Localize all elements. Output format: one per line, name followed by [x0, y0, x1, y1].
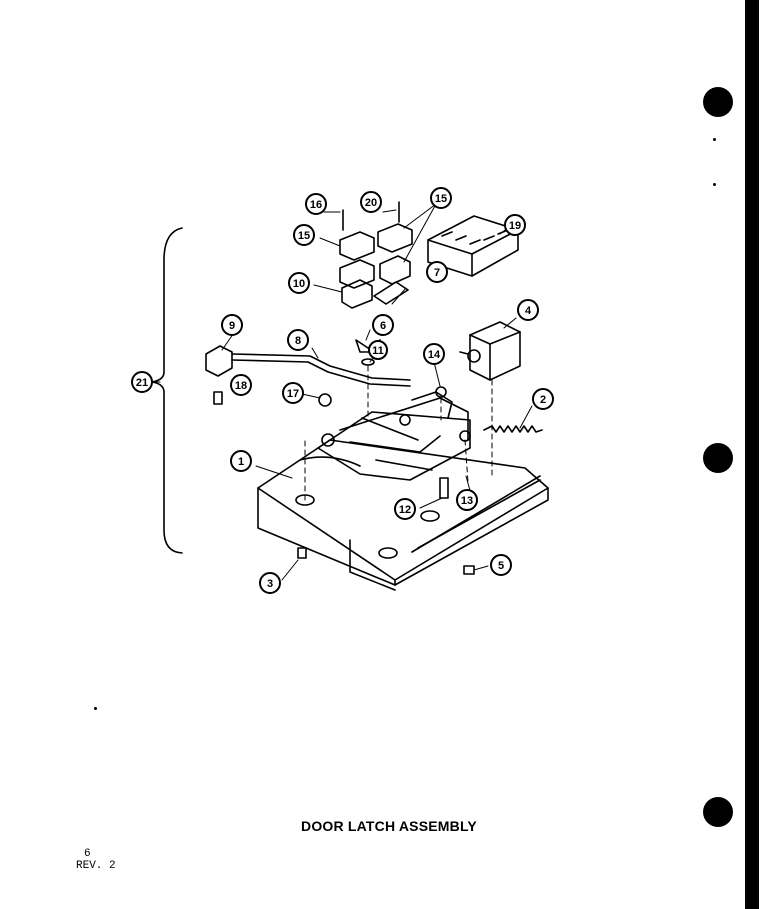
- spring: [483, 425, 543, 433]
- callout-3: 3: [259, 572, 281, 594]
- diagram-title: DOOR LATCH ASSEMBLY: [301, 818, 477, 834]
- svg-text:9: 9: [229, 320, 235, 332]
- svg-text:13: 13: [461, 495, 473, 507]
- svg-text:16: 16: [310, 199, 322, 211]
- page-number: 6: [84, 848, 91, 860]
- speck: [94, 707, 97, 710]
- speck: [713, 183, 716, 186]
- svg-text:15: 15: [435, 193, 447, 205]
- rod: [231, 353, 411, 387]
- svg-text:10: 10: [293, 278, 305, 290]
- washer-17: [318, 393, 332, 407]
- binder-hole-middle: [703, 443, 733, 473]
- callout-4: 4: [517, 299, 539, 321]
- svg-text:5: 5: [498, 560, 504, 572]
- callout-18: 18: [230, 374, 252, 396]
- callout-13: 13: [456, 489, 478, 511]
- callout-15-right: 15: [430, 187, 452, 209]
- exploded-parts-diagram: 1 2 3 4 5 6 7 8 9 10 11 12 13 14 15 15 1…: [131, 187, 554, 594]
- svg-text:7: 7: [434, 267, 440, 279]
- latch-mechanism: [317, 391, 471, 481]
- switch-stack: [339, 223, 413, 309]
- screw-18: [213, 391, 223, 405]
- svg-text:8: 8: [295, 335, 301, 347]
- callout-21: 21: [131, 371, 153, 393]
- svg-text:2: 2: [540, 394, 546, 406]
- svg-text:4: 4: [525, 305, 532, 317]
- callout-12: 12: [394, 498, 416, 520]
- callouts: 1 2 3 4 5 6 7 8 9 10 11 12 13 14 15 15 1…: [131, 187, 554, 594]
- callout-5: 5: [490, 554, 512, 576]
- binder-hole-bottom: [703, 797, 733, 827]
- svg-text:14: 14: [428, 349, 441, 361]
- screw-12: [439, 477, 449, 499]
- callout-10: 10: [288, 272, 310, 294]
- svg-text:21: 21: [136, 377, 148, 389]
- binder-hole-top: [703, 87, 733, 117]
- callout-17: 17: [282, 382, 304, 404]
- washer-11: [361, 358, 375, 366]
- callout-20: 20: [360, 191, 382, 213]
- svg-text:19: 19: [509, 220, 521, 232]
- callout-16: 16: [305, 193, 327, 215]
- callout-8: 8: [287, 329, 309, 351]
- page-edge-bar: [745, 0, 759, 909]
- svg-text:15: 15: [298, 230, 310, 242]
- solenoid: [459, 321, 521, 381]
- svg-text:6: 6: [380, 320, 386, 332]
- callout-15-left: 15: [293, 224, 315, 246]
- callout-9: 9: [221, 314, 243, 336]
- svg-text:20: 20: [365, 197, 377, 209]
- callout-2: 2: [532, 388, 554, 410]
- svg-text:3: 3: [267, 578, 273, 590]
- revision-label: REV. 2: [76, 860, 116, 872]
- speck: [713, 138, 716, 141]
- block: [205, 345, 233, 377]
- callout-19: 19: [504, 214, 526, 236]
- svg-text:11: 11: [372, 345, 384, 357]
- screw-3: [297, 547, 307, 559]
- screw-5: [463, 565, 475, 575]
- svg-text:17: 17: [287, 388, 299, 400]
- callout-11: 11: [368, 340, 388, 360]
- callout-1: 1: [230, 450, 252, 472]
- callout-6: 6: [372, 314, 394, 336]
- svg-text:12: 12: [399, 504, 411, 516]
- group-brace: [151, 227, 183, 554]
- svg-text:1: 1: [238, 456, 244, 468]
- callout-14: 14: [423, 343, 445, 365]
- terminal-block: [427, 215, 519, 277]
- svg-text:18: 18: [235, 380, 247, 392]
- nut-14: [435, 386, 447, 398]
- callout-7: 7: [426, 261, 448, 283]
- page-footer: 6 REV. 2: [76, 848, 116, 872]
